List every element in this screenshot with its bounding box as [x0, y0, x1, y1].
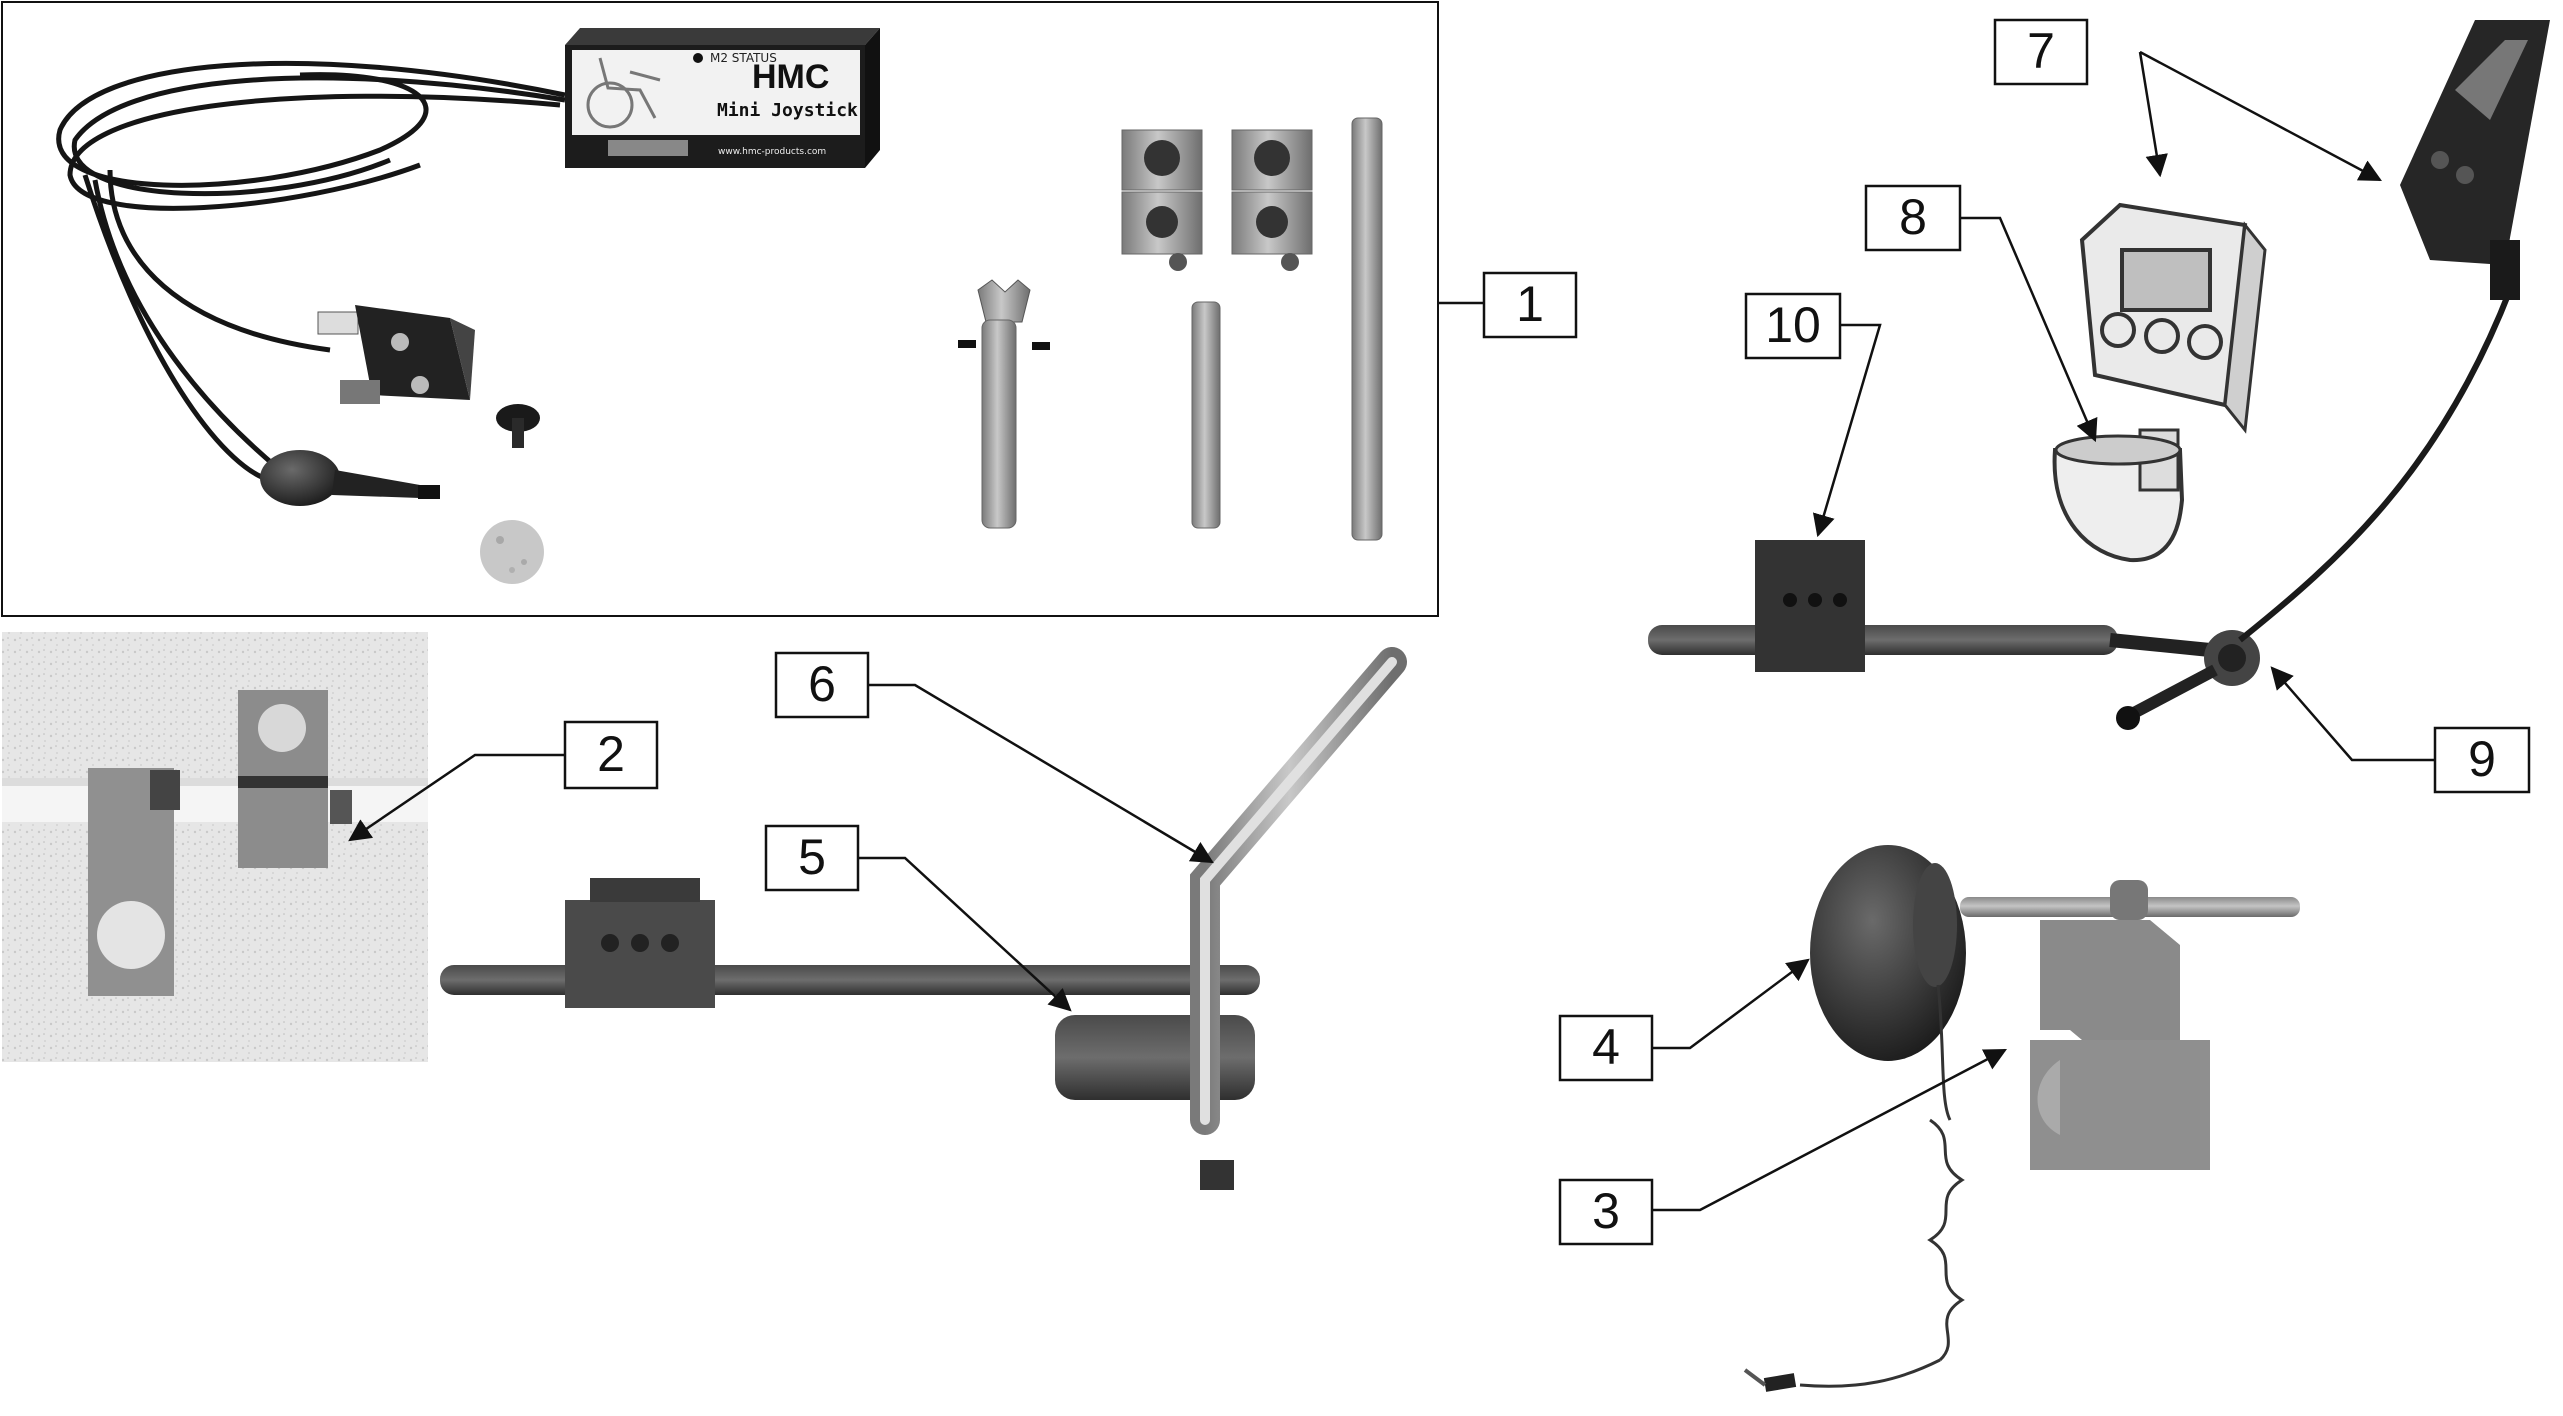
module-url: www.hmc-products.com: [718, 147, 826, 157]
swing-arm-assembly: [440, 647, 1407, 1190]
short-rod: [1191, 301, 1221, 529]
knob-mount-assembly: [1743, 845, 2300, 1392]
callout-label-8: 8: [1899, 189, 1927, 245]
callout-5: 5: [764, 824, 860, 892]
callout-label-1: 1: [1516, 276, 1544, 332]
callout-label-9: 9: [2468, 731, 2496, 787]
callout-label-5: 5: [798, 829, 826, 885]
clamp-photo: [2, 632, 428, 1062]
leader-lines: [348, 50, 2435, 1212]
callout-6: 6: [774, 651, 870, 719]
small-thumb-screw: [496, 404, 540, 448]
clamp-block-right: [1231, 129, 1313, 271]
callout-2: 2: [563, 720, 659, 790]
callout-label-10: 10: [1765, 297, 1821, 353]
callout-label-6: 6: [808, 656, 836, 712]
coiled-cable: [56, 60, 566, 483]
module-product: Mini Joystick: [717, 100, 858, 121]
wheelchair-logo: [586, 57, 661, 129]
push-button-switch: [260, 450, 440, 506]
kit-panel: M2 STATUS HMC Mini Joystick www.hmc-prod…: [1, 1, 1439, 617]
callout-label-3: 3: [1592, 1183, 1620, 1239]
callout-8: 8: [1864, 184, 1962, 252]
callout-1: 1: [1482, 271, 1578, 339]
display-mount-assembly: [1648, 20, 2550, 730]
module-status-label: M2 STATUS: [710, 51, 777, 65]
callout-7: 7: [1993, 18, 2089, 86]
status-led: [693, 53, 703, 63]
callout-4: 4: [1558, 1014, 1654, 1082]
callout-3: 3: [1558, 1178, 1654, 1246]
callout-label-4: 4: [1592, 1019, 1620, 1075]
long-rod: [1351, 117, 1383, 541]
foam-ball: [480, 520, 544, 584]
callout-9: 9: [2433, 726, 2531, 794]
db9-connector: [317, 305, 475, 404]
callout-10: 10: [1744, 292, 1842, 360]
callout-label-7: 7: [2027, 23, 2055, 79]
clamp-block-left: [1121, 129, 1203, 271]
callout-label-2: 2: [597, 726, 625, 782]
hmc-module: M2 STATUS HMC Mini Joystick www.hmc-prod…: [565, 28, 880, 168]
fork-end-rod: [958, 279, 1050, 529]
module-brand: HMC: [752, 58, 829, 96]
